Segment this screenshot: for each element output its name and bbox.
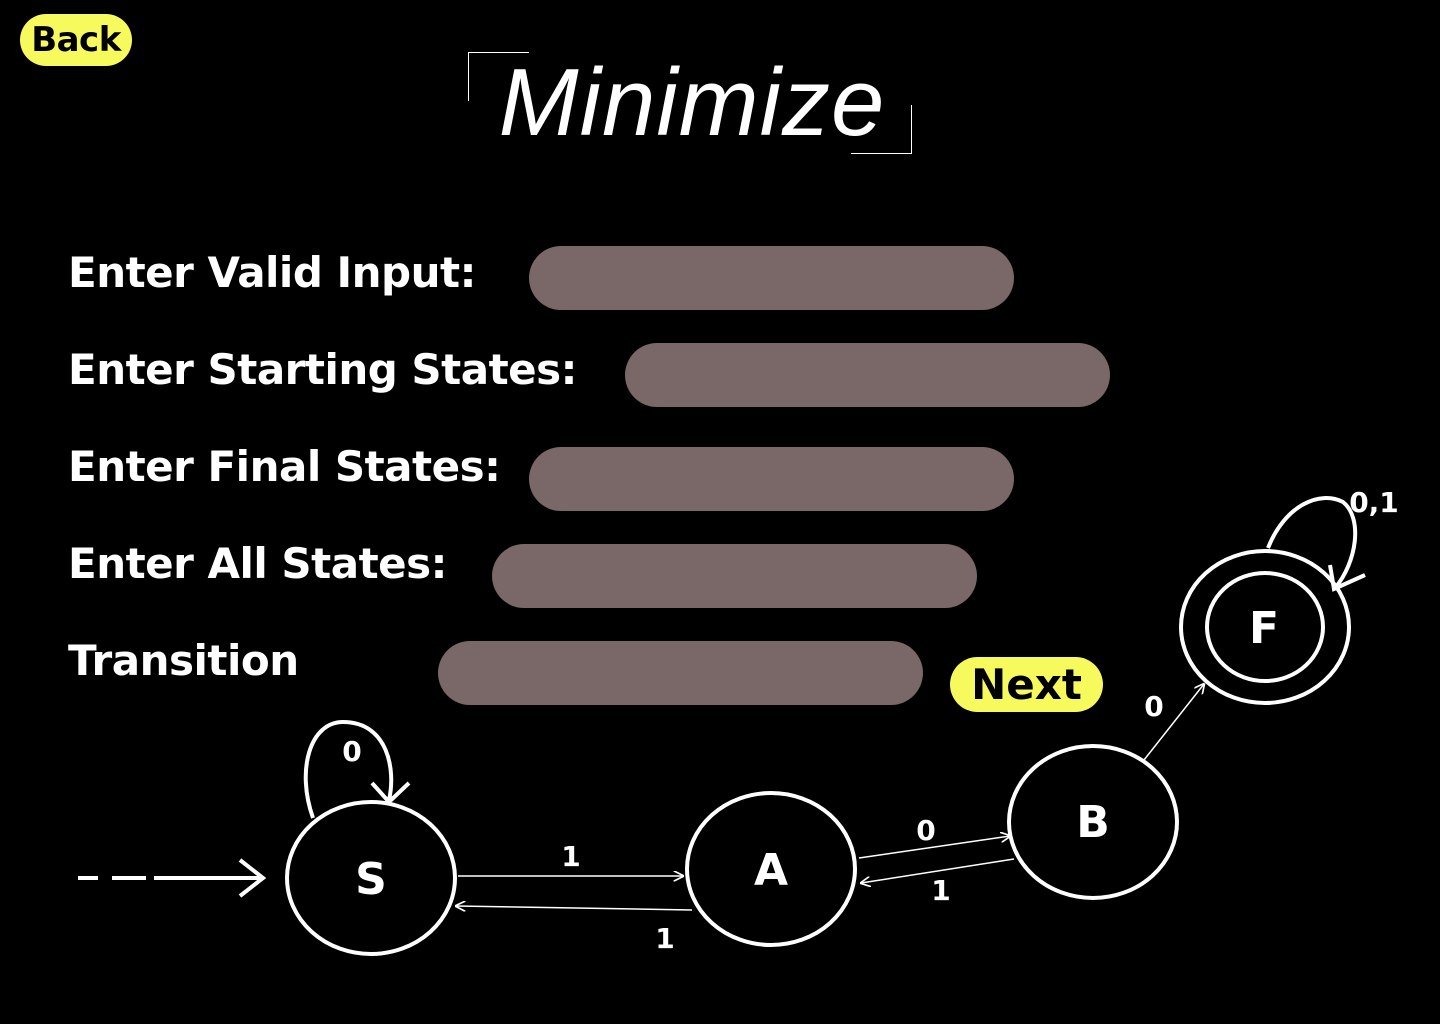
back-button[interactable]: Back: [20, 14, 132, 66]
valid-input-label: Enter Valid Input:: [68, 248, 476, 297]
title-frame: Minimize: [468, 52, 912, 154]
transition-a-to-s: 1: [456, 906, 693, 955]
transition-a-to-b: 0: [858, 814, 1010, 859]
transition-s-to-a: 1: [458, 840, 683, 876]
title-corner-bottom-right: [851, 105, 912, 154]
next-button[interactable]: Next: [950, 657, 1103, 712]
transition-b-to-a-label: 1: [931, 874, 950, 907]
final-states-field[interactable]: [529, 447, 1014, 511]
valid-input-field[interactable]: [529, 246, 1014, 310]
starting-states-label: Enter Starting States:: [68, 345, 577, 394]
state-a: A: [685, 791, 857, 947]
state-b-label: B: [1076, 797, 1110, 848]
state-f: F: [1179, 549, 1351, 705]
state-b: B: [1007, 744, 1179, 900]
state-a-label: A: [754, 845, 788, 896]
self-loop-s: 0: [303, 719, 411, 819]
state-s: S: [285, 800, 457, 956]
transition-s-to-a-label: 1: [561, 840, 580, 873]
title-corner-top-left: [468, 52, 529, 101]
transition-b-to-a: 1: [861, 858, 1015, 907]
state-s-label: S: [355, 854, 387, 905]
transition-field[interactable]: [438, 641, 923, 705]
self-loop-f: 0,1: [1266, 486, 1399, 592]
all-states-label: Enter All States:: [68, 539, 447, 588]
start-arrow: [78, 858, 267, 898]
page-title: Minimize: [498, 49, 886, 156]
transition-b-to-f: 0: [1143, 684, 1204, 761]
transition-a-to-b-label: 0: [916, 814, 935, 847]
final-states-label: Enter Final States:: [68, 442, 501, 491]
self-loop-s-label: 0: [342, 735, 361, 768]
state-f-label: F: [1249, 603, 1279, 654]
all-states-field[interactable]: [492, 544, 977, 608]
self-loop-f-label: 0,1: [1349, 486, 1399, 519]
transition-b-to-f-label: 0: [1144, 690, 1163, 723]
starting-states-field[interactable]: [625, 343, 1110, 407]
transition-label: Transition: [68, 636, 299, 685]
transition-a-to-s-label: 1: [655, 922, 674, 955]
